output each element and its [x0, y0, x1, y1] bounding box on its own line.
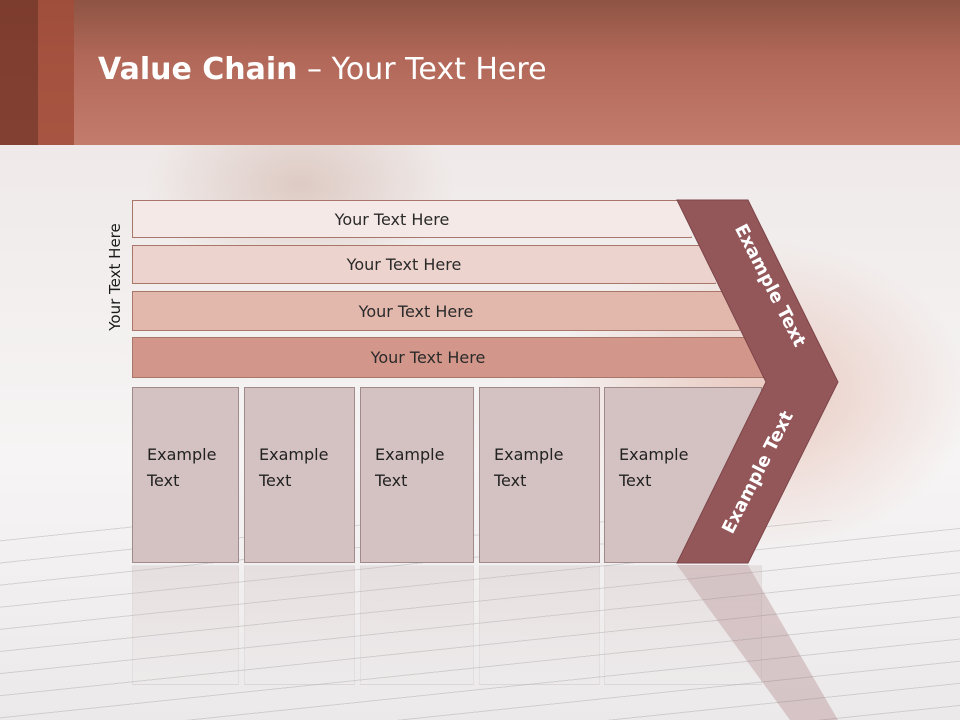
box-4-line2: Text [494, 471, 527, 490]
bar-2: Your Text Here [132, 245, 716, 284]
chevron-reflection [677, 565, 838, 720]
box-2-line2: Text [259, 471, 292, 490]
title-rest: – Your Text Here [297, 52, 547, 87]
bar-1: Your Text Here [132, 200, 692, 238]
page-title: Value Chain – Your Text Here [98, 52, 547, 87]
bar-2-label: Your Text Here [346, 255, 462, 274]
header-band: Value Chain – Your Text Here [0, 0, 960, 145]
box-3-line2: Text [375, 471, 408, 490]
bar-4-label: Your Text Here [370, 348, 486, 367]
header-stripe-dark [0, 0, 38, 145]
title-bold: Value Chain [98, 52, 298, 87]
reflection-box-5 [604, 565, 762, 685]
reflection-box-2 [244, 565, 355, 685]
boxes-reflection [0, 565, 960, 715]
box-3-line1: Example [375, 445, 445, 464]
box-4-line1: Example [494, 445, 564, 464]
bar-3-label: Your Text Here [358, 301, 474, 321]
box-2-line1: Example [259, 445, 329, 464]
bar-3: Your Text Here [132, 291, 740, 331]
header-stripe-accent [38, 0, 74, 145]
bar-4: Your Text Here [132, 337, 764, 378]
chevron-shape [676, 199, 839, 564]
box-1-line1: Example [147, 445, 217, 464]
box-5-line1: Example [619, 445, 689, 464]
box-1-line2: Text [147, 471, 180, 490]
box-5-line2: Text [619, 471, 652, 490]
reflection-box-3 [360, 565, 474, 685]
bar-1-label: Your Text Here [334, 209, 450, 229]
reflection-box-1 [132, 565, 239, 685]
reflection-box-4 [479, 565, 600, 685]
